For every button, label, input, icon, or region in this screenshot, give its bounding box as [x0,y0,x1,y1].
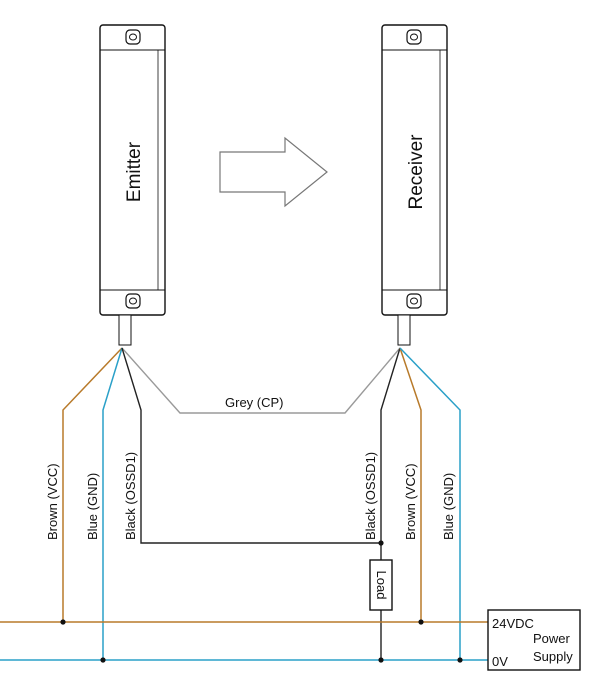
receiver-label: Receiver [406,134,427,210]
junction-dot [418,619,424,625]
receiver-brown-label: Brown (VCC) [403,463,418,540]
junction-dot [100,657,106,663]
emitter-black-label: Black (OSSD1) [123,452,138,540]
power-supply: 24VDC Power Supply 0V [487,609,581,671]
supply-voltage: 24VDC [492,616,534,631]
emitter-label: Emitter [124,141,145,202]
receiver-unit: Receiver [381,24,448,346]
emitter-unit: Emitter [99,24,166,346]
receiver-blue-wire [399,347,461,660]
emitter-blue-label: Blue (GND) [85,473,100,540]
junction-dot [457,657,463,663]
junction-dot [60,619,66,625]
junction-dot [378,657,384,663]
receiver-black-label: Black (OSSD1) [363,452,378,540]
beam-arrow-icon [219,136,328,208]
emitter-blue-wire [102,347,123,660]
emitter-brown-wire [62,347,123,622]
supply-title-line1: Power [533,631,571,646]
receiver-brown-wire [399,347,422,622]
grey-cp-label: Grey (CP) [225,395,284,410]
emitter-brown-label: Brown (VCC) [45,463,60,540]
load-label: Load [374,571,389,600]
supply-title-line2: Supply [533,649,573,664]
supply-ground: 0V [492,654,508,669]
emitter-black-wire [121,347,381,544]
grey-cp-wire [121,347,401,414]
receiver-black-wire [380,347,401,560]
load-resistor: Load [369,559,393,611]
receiver-blue-label: Blue (GND) [441,473,456,540]
junction-dot [378,540,384,546]
